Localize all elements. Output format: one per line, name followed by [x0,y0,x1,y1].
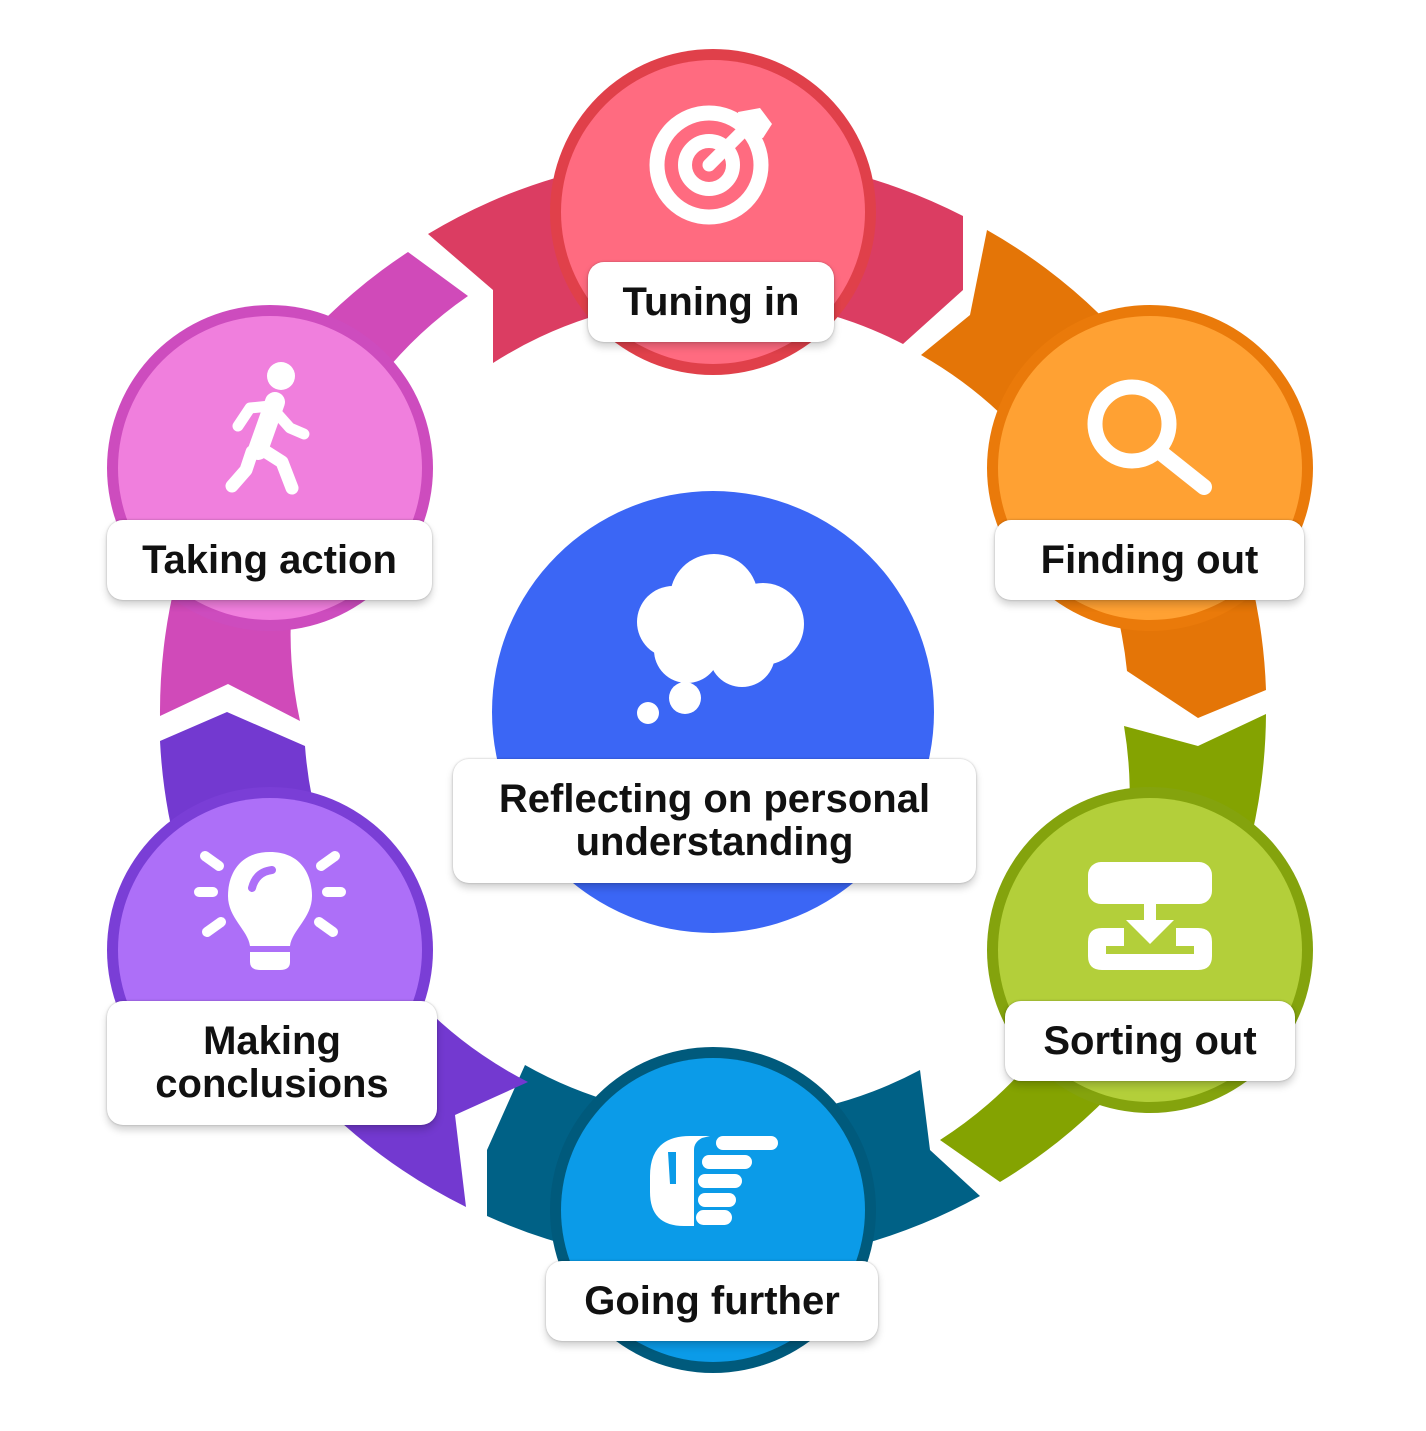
target-arrow-icon [649,105,772,225]
sort-tray-icon [1088,862,1212,970]
walking-person-icon [225,362,310,495]
step-label-making-conclusions-line1: Making [203,1019,341,1063]
step-label-finding-out: Finding out [995,520,1304,600]
step-label-taking-action-text: Taking action [142,537,397,582]
step-label-taking-action: Taking action [107,520,432,600]
step-label-finding-out-text: Finding out [1040,537,1259,582]
step-label-going-further-text: Going further [584,1278,840,1323]
magnifier-icon [1087,379,1212,495]
center-label: Reflecting on personal understanding [453,759,976,883]
step-label-tuning-in-text: Tuning in [622,279,800,324]
lightbulb-icon [194,851,346,970]
center-label-line2: understanding [575,820,854,864]
step-label-going-further: Going further [546,1261,878,1341]
center-label-line1: Reflecting on personal [498,777,931,821]
step-label-sorting-out: Sorting out [1005,1001,1295,1081]
thought-cloud-icon [637,554,804,724]
step-label-making-conclusions: Making conclusions [107,1001,437,1125]
step-label-sorting-out-text: Sorting out [1043,1018,1257,1063]
pointing-hand-icon [650,1136,778,1226]
step-label-making-conclusions-line2: conclusions [155,1062,389,1106]
step-label-tuning-in: Tuning in [588,262,834,342]
